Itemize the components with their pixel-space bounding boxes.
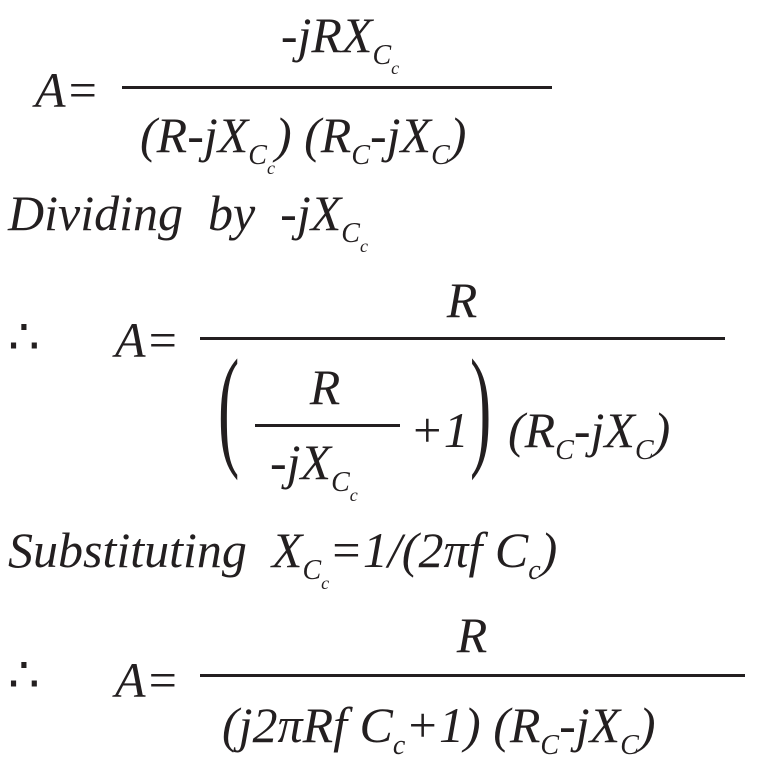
math-subscript: C (555, 435, 574, 466)
math-subscript: C (248, 140, 267, 171)
eq2-open-paren: ( (218, 331, 240, 481)
math-term: (R-jX (140, 107, 249, 163)
math-subscript: C (634, 435, 654, 466)
math-subscript: C (372, 40, 392, 71)
eq2-numerator: R (447, 275, 478, 325)
math-term: R (456, 607, 488, 663)
math-term: (R (508, 402, 556, 458)
eq1-numerator: -jRXCc (280, 7, 399, 78)
step2-text: Substituting XCc=1/(2πf Cc) (8, 522, 558, 593)
step1-text: Dividing by -jXCc (8, 185, 368, 256)
eq3-denominator: (j2πRf Cc+1) (RC-jXC) (222, 697, 656, 761)
math-term: +1) (R (405, 697, 541, 753)
eq2-factor: (RC-jXC) (508, 402, 671, 466)
math-term: =1/(2πf C (329, 522, 529, 578)
math-term: -jX (370, 107, 432, 163)
math-subscript: C (331, 467, 350, 498)
math-subscript: c (391, 58, 400, 78)
eq3-lhs: A= (115, 652, 180, 708)
eq1-lhs: A= (35, 62, 100, 118)
math-term: (j2πRf C (222, 697, 393, 753)
math-subscript: C (540, 730, 560, 761)
eq2-inner-fraction-bar (255, 424, 400, 427)
math-term: -jX (559, 697, 621, 753)
math-term: ) (449, 107, 467, 163)
math-subscript: c (392, 730, 406, 761)
eq2-plus-one: +1 (410, 402, 469, 458)
math-term: Dividing by -jX (8, 185, 342, 241)
math-term: R (446, 272, 478, 328)
eq2-inner-numerator: R (310, 362, 341, 412)
math-term: (R (291, 107, 352, 163)
math-term: ) (638, 697, 656, 753)
math-subscript: C (351, 140, 371, 171)
math-subscript: c (359, 236, 368, 256)
eq2-close-paren: ) (470, 331, 492, 481)
eq3-therefore-symbol: ∴ (8, 647, 40, 703)
math-subscript: C (341, 218, 360, 249)
math-subscript: C (302, 555, 322, 586)
eq1-denominator: (R-jXCc) (RC-jXC) (140, 107, 467, 178)
eq1-fraction-bar (122, 86, 552, 89)
math-subscript: c (321, 573, 330, 593)
math-subscript: C (431, 140, 450, 171)
math-term: -jX (270, 434, 332, 490)
eq3-fraction-bar (200, 674, 745, 677)
math-subscript: C (620, 730, 639, 761)
math-term: -jX (573, 402, 635, 458)
eq2-inner-denominator: -jXCc (270, 434, 358, 505)
math-term: -jRX (280, 7, 373, 63)
math-term: R (309, 359, 341, 415)
eq3-numerator: R (457, 610, 488, 660)
eq2-fraction-bar (200, 337, 725, 340)
math-subscript: c (266, 158, 275, 178)
math-term: ) (540, 522, 558, 578)
math-term: ) (274, 107, 292, 163)
math-subscript: c (349, 485, 358, 505)
math-term: ) (653, 402, 671, 458)
math-term: Substituting X (8, 522, 303, 578)
math-subscript: c (528, 555, 541, 586)
eq2-lhs: A= (115, 312, 180, 368)
eq2-therefore-symbol: ∴ (8, 309, 40, 365)
